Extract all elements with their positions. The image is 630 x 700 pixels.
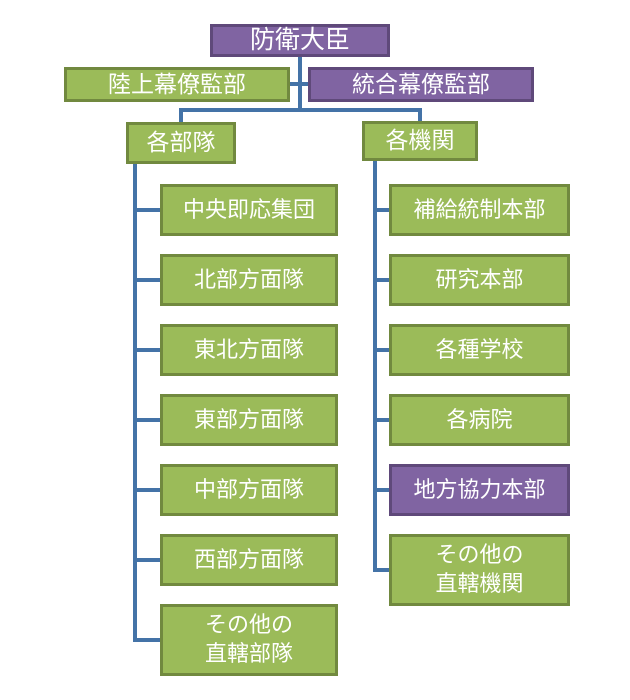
connector-organs-branch-1 — [373, 208, 391, 212]
connector-organs-branch-6 — [373, 568, 391, 572]
connector-units-branch-1 — [133, 208, 162, 212]
connector-organs-drop — [418, 108, 422, 123]
node-western-army: 西部方面隊 — [160, 534, 338, 586]
node-middle-army: 中部方面隊 — [160, 464, 338, 516]
node-ground-staff-office: 陸上幕僚監部 — [64, 67, 290, 102]
node-research-hq: 研究本部 — [389, 254, 570, 306]
connector-organs-branch-3 — [373, 348, 391, 352]
node-schools: 各種学校 — [389, 324, 570, 376]
node-eastern-army: 東部方面隊 — [160, 394, 338, 446]
connector-organs-branch-5 — [373, 488, 391, 492]
node-organs-group: 各機関 — [362, 121, 478, 161]
node-defense-minister: 防衛大臣 — [210, 24, 390, 57]
connector-groups-horizontal — [179, 108, 422, 112]
connector-units-branch-3 — [133, 348, 162, 352]
node-other-direct-units: その他の 直轄部隊 — [160, 604, 338, 676]
connector-organs-trunk — [373, 159, 377, 572]
connector-organs-branch-2 — [373, 278, 391, 282]
connector-units-branch-2 — [133, 278, 162, 282]
node-joint-staff-office: 統合幕僚監部 — [308, 67, 534, 102]
connector-units-trunk — [133, 163, 137, 642]
connector-units-branch-5 — [133, 488, 162, 492]
node-materiel-control-hq: 補給統制本部 — [389, 184, 570, 236]
connector-units-branch-6 — [133, 558, 162, 562]
node-other-direct-organs: その他の 直轄機関 — [389, 534, 570, 606]
connector-units-branch-4 — [133, 418, 162, 422]
connector-units-drop — [179, 108, 183, 124]
connector-ground-joint-link — [289, 82, 309, 86]
node-provincial-cooperation-hq: 地方協力本部 — [389, 464, 570, 516]
node-northern-army: 北部方面隊 — [160, 254, 338, 306]
connector-organs-branch-4 — [373, 418, 391, 422]
connector-units-branch-7 — [133, 638, 162, 642]
node-northeastern-army: 東北方面隊 — [160, 324, 338, 376]
node-units-group: 各部隊 — [126, 122, 236, 164]
node-hospitals: 各病院 — [389, 394, 570, 446]
node-central-readiness-force: 中央即応集団 — [160, 184, 338, 236]
